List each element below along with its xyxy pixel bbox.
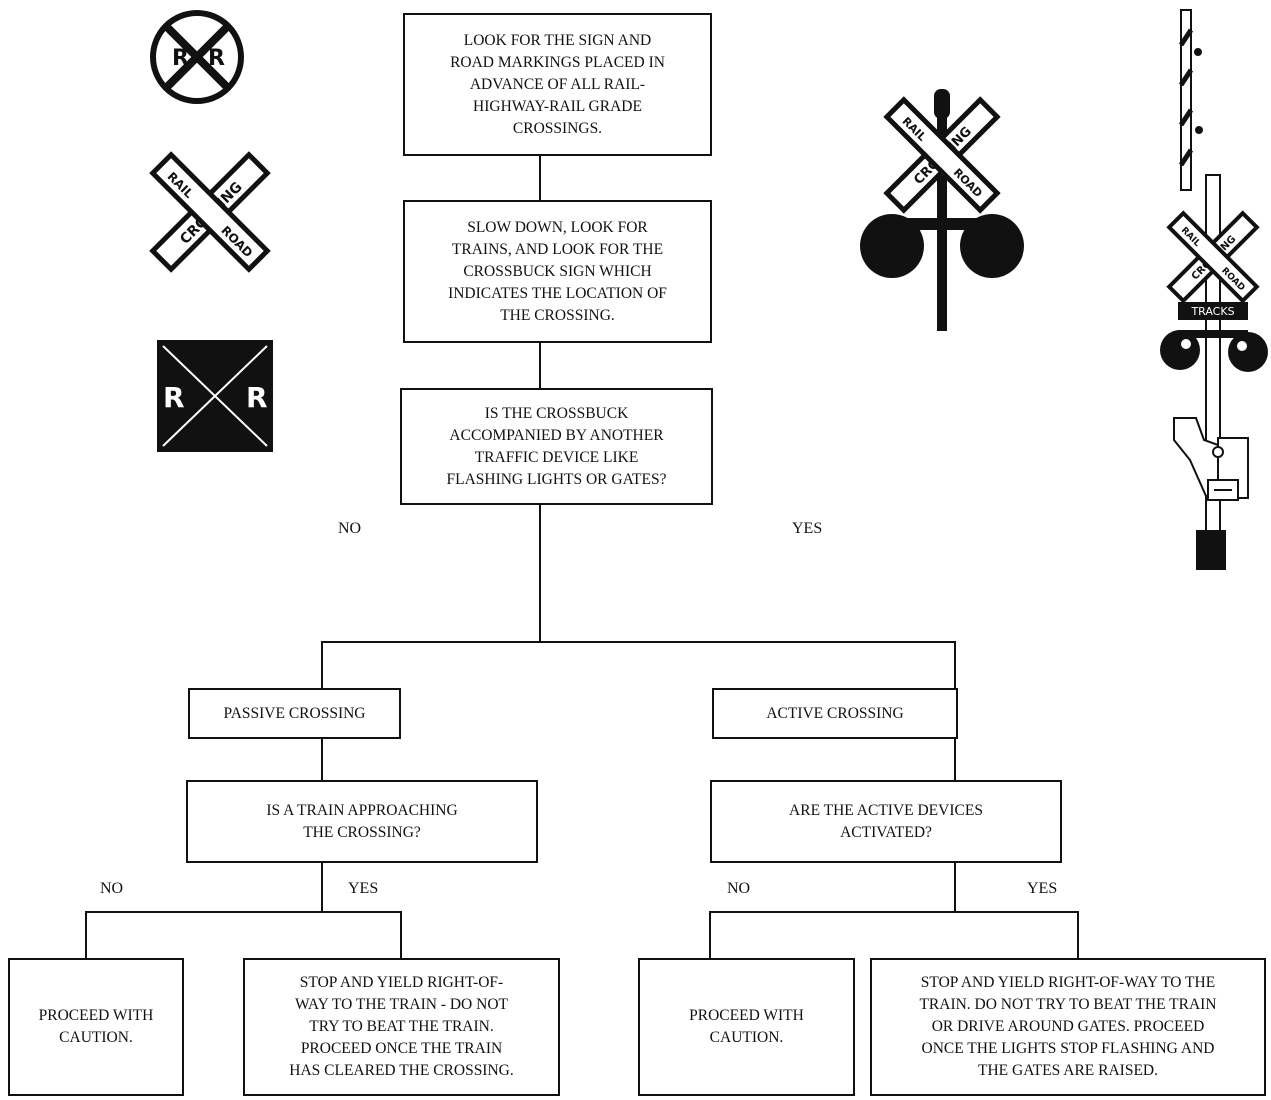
- active-question-box: ARE THE ACTIVE DEVICES ACTIVATED?: [710, 780, 1062, 863]
- question1-box: IS THE CROSSBUCK ACCOMPANIED BY ANOTHER …: [400, 388, 713, 505]
- advance-sign-letter-left: R: [172, 46, 189, 71]
- step1-box: LOOK FOR THE SIGN AND ROAD MARKINGS PLAC…: [403, 13, 712, 156]
- passive-question-box: IS A TRAIN APPROACHING THE CROSSING?: [186, 780, 538, 863]
- passive-yes-label: YES: [348, 880, 379, 897]
- connector-split-branches: [321, 641, 956, 688]
- passive-no-label: NO: [100, 880, 124, 897]
- question1-no-label: NO: [338, 520, 362, 537]
- step2-box: SLOW DOWN, LOOK FOR TRAINS, AND LOOK FOR…: [403, 200, 712, 343]
- active-yes-label: YES: [1027, 880, 1058, 897]
- passive-yes-result-box: STOP AND YIELD RIGHT-OF- WAY TO THE TRAI…: [243, 958, 560, 1096]
- pavement-marking-letter-left: R: [163, 381, 185, 414]
- passive-crossing-box: PASSIVE CROSSING: [188, 688, 401, 739]
- passive-no-result-box: PROCEED WITH CAUTION.: [8, 958, 184, 1096]
- gate-tracks-text: TRACKS: [1190, 305, 1234, 318]
- active-no-label: NO: [727, 880, 751, 897]
- question1-yes-label: YES: [792, 520, 823, 537]
- active-crossing-box: ACTIVE CROSSING: [712, 688, 958, 739]
- advance-sign-letter-right: R: [208, 46, 225, 71]
- connector-passive-results: [85, 911, 402, 958]
- connector-active-results: [709, 911, 1079, 958]
- active-no-result-box: PROCEED WITH CAUTION.: [638, 958, 855, 1096]
- active-yes-result-box: STOP AND YIELD RIGHT-OF-WAY TO THE TRAIN…: [870, 958, 1266, 1096]
- pavement-marking-letter-right: R: [246, 381, 268, 414]
